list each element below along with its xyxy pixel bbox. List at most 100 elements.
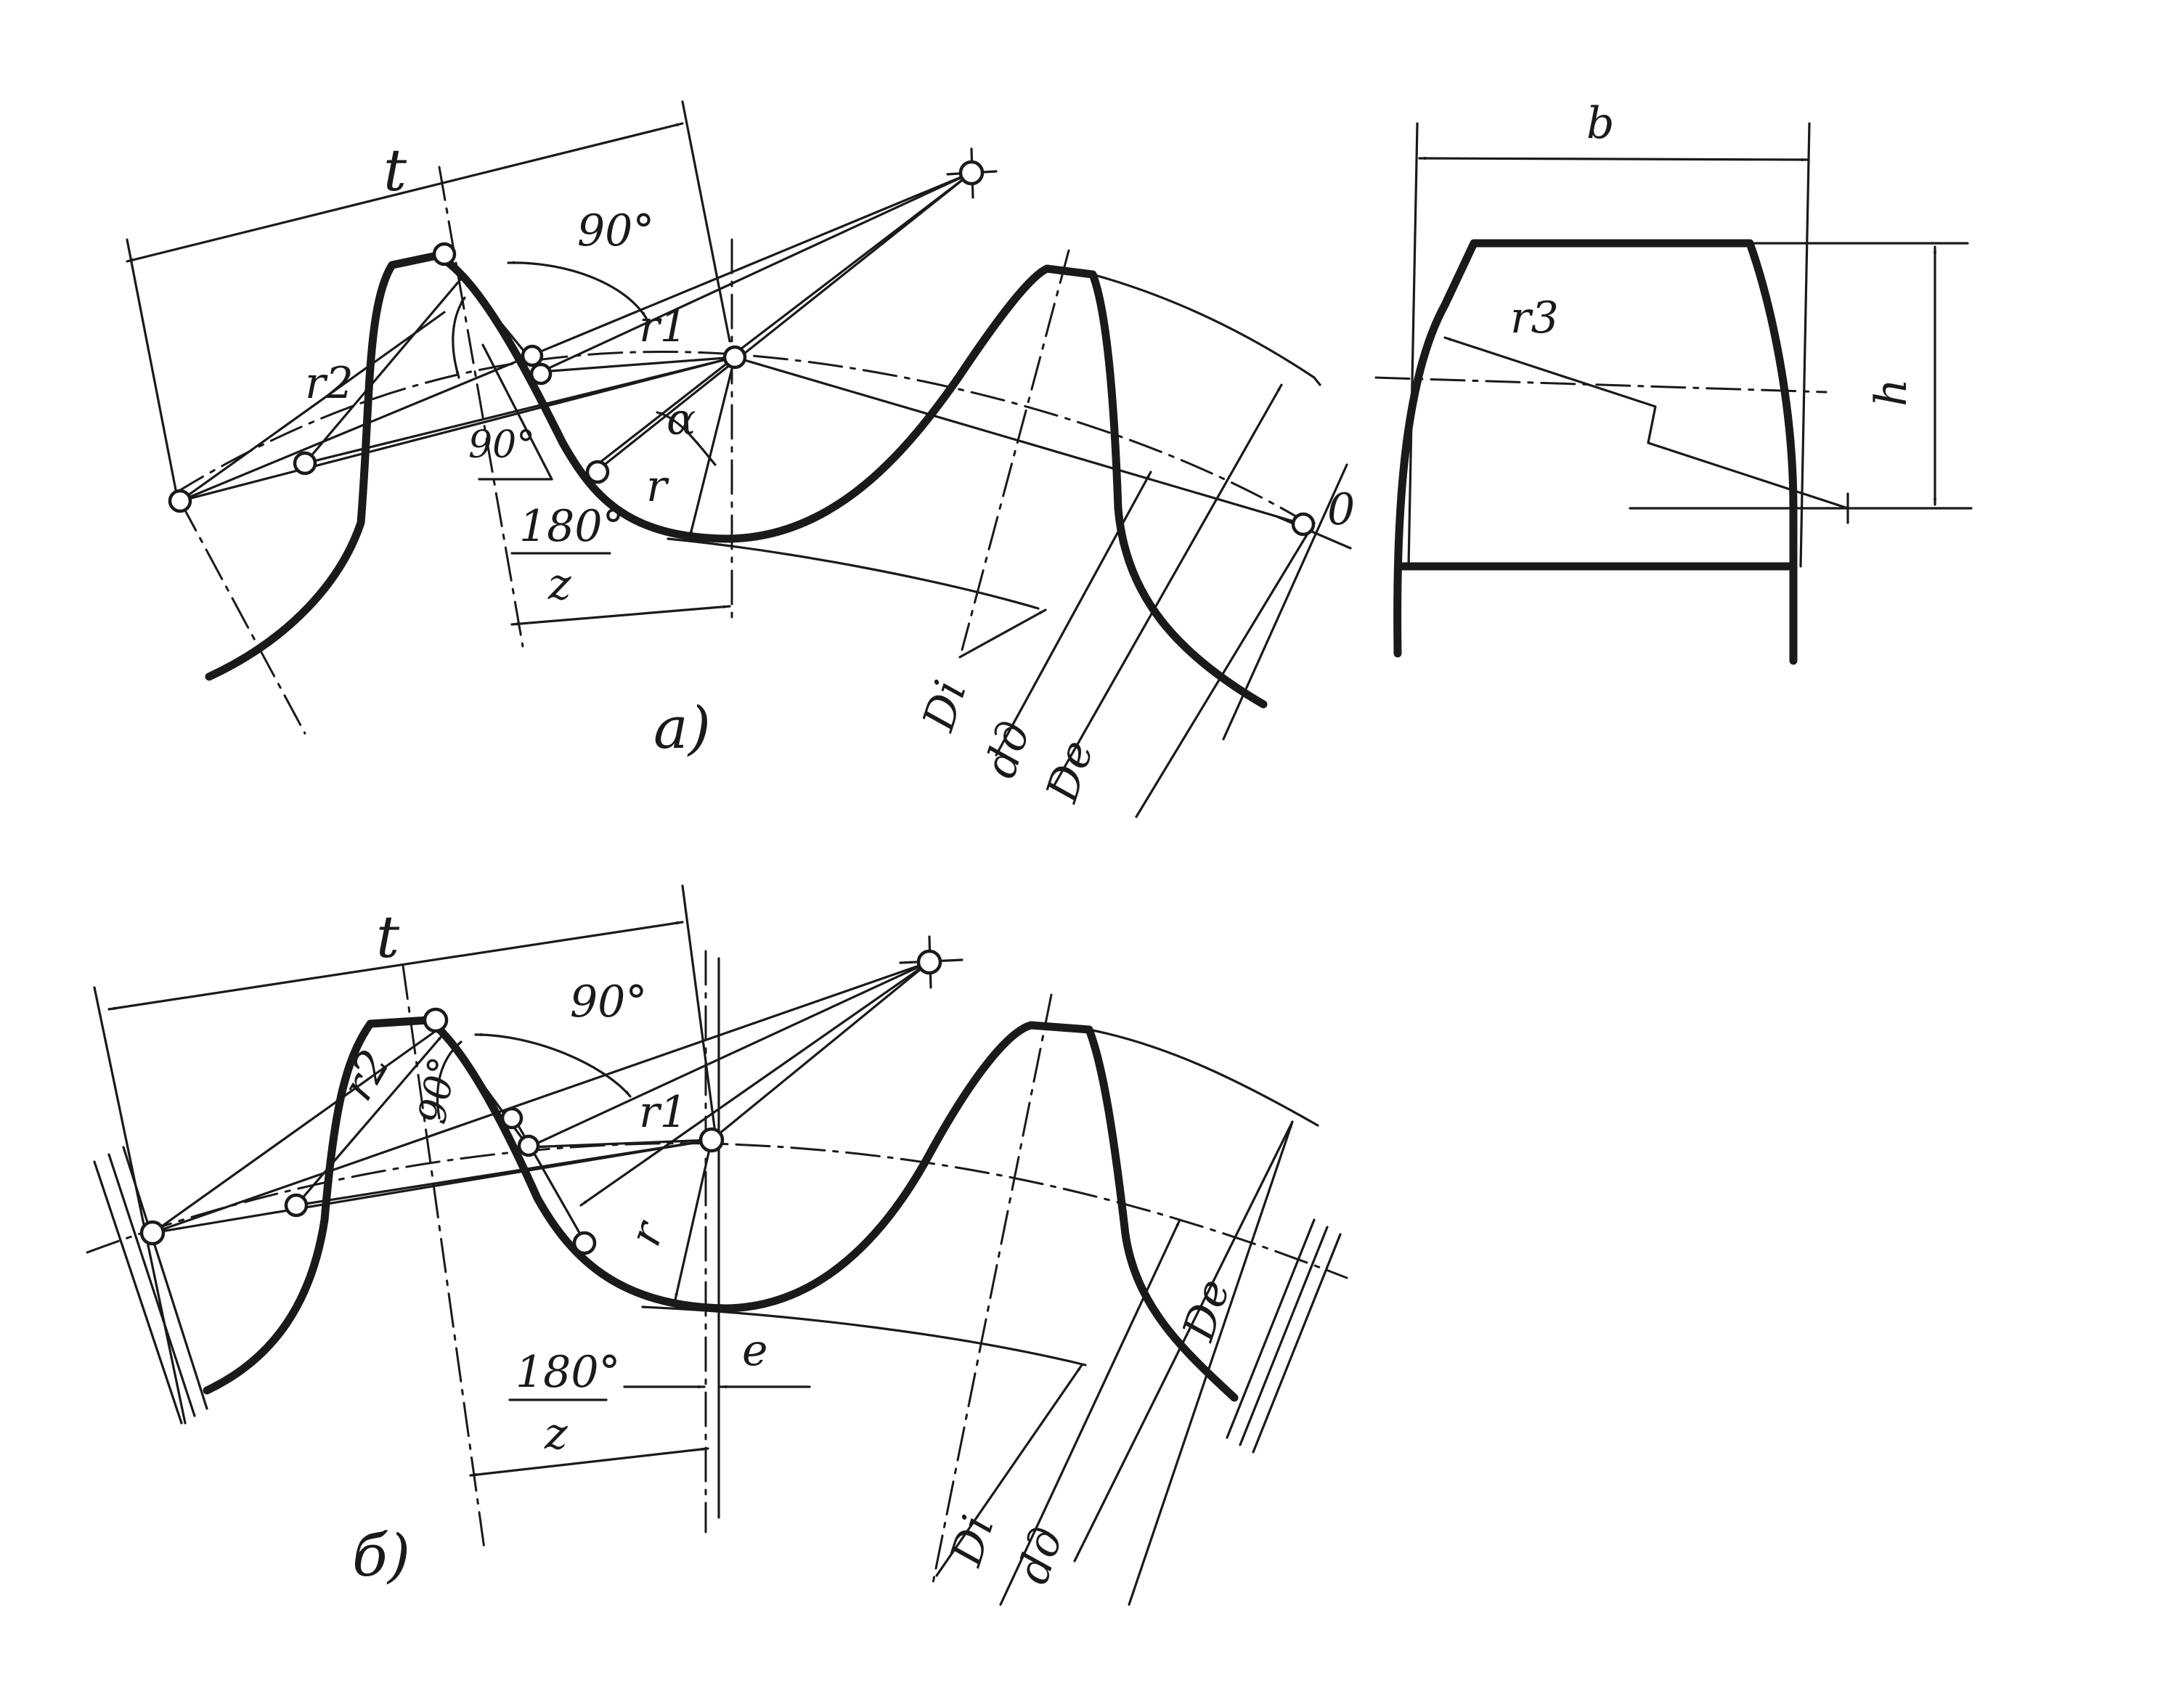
outer-circle-b — [1088, 1028, 1319, 1127]
pitch-ext-right-b — [681, 884, 717, 1134]
ang90-inner-a — [452, 296, 466, 379]
angle90-arc-a — [507, 261, 648, 319]
dd-line-b — [999, 1218, 1181, 1606]
gap-axis-b — [932, 993, 1053, 1584]
caption-b: б) — [352, 1522, 410, 1589]
node-a-7 — [722, 345, 747, 370]
pitch-circle-b — [86, 1142, 1348, 1279]
cross-ray-a6 — [481, 343, 553, 481]
pitch-label-a: t — [383, 137, 407, 204]
cross-ray-a2 — [303, 356, 736, 465]
dd-line-a — [995, 470, 1152, 757]
node-b-7 — [698, 1127, 725, 1153]
ray-b-4 — [151, 961, 931, 1234]
width-ext-left — [1407, 122, 1419, 568]
pitch-dim-line-a — [126, 122, 684, 263]
r-ray-a — [688, 356, 736, 539]
ang90-inner-b — [436, 1040, 463, 1120]
angle90-label-a: 90° — [577, 205, 654, 256]
angle-dim-b — [469, 1447, 709, 1477]
tooth-profile-a — [205, 251, 1268, 709]
root-circle-b — [641, 1305, 1087, 1366]
root-circle-a — [667, 537, 1040, 610]
ray-a-3 — [594, 171, 973, 473]
cross-ray-b4 — [151, 1030, 437, 1234]
outer-circle-a — [1091, 273, 1316, 379]
width-ext-right — [1799, 122, 1811, 568]
node-b-8 — [916, 949, 942, 975]
node-b-5 — [517, 1134, 540, 1157]
hatch-left-1 — [93, 1160, 183, 1425]
ray-a-1 — [539, 171, 973, 373]
alpha-arc-a — [656, 411, 717, 466]
caption-a: a) — [653, 694, 711, 762]
width-dim — [1418, 156, 1809, 162]
node-b-2 — [284, 1193, 309, 1218]
cross-ray-b2 — [295, 1138, 713, 1207]
r1-ray-b — [527, 1138, 713, 1149]
r1-label-b: r1 — [639, 1087, 688, 1138]
node-b-6 — [572, 1231, 597, 1255]
angle90-inner-label-a: 90° — [468, 423, 535, 467]
pitch-dim-line-b — [107, 921, 684, 1011]
r1-label-a: r1 — [639, 301, 688, 352]
de-line-a — [1051, 383, 1283, 789]
section-centerline — [1374, 376, 1828, 394]
o-ray-a — [733, 356, 1305, 526]
tooth-axis-a — [438, 166, 524, 648]
center-label-a: 0 — [1327, 484, 1355, 535]
tooth-axis-b — [402, 964, 486, 1555]
node-a-4 — [521, 344, 544, 367]
node-a-3 — [432, 242, 457, 266]
figure-a: t 90° 90° r1 — [126, 100, 1355, 818]
width-label: b — [1586, 98, 1614, 149]
r-label-a: r — [646, 461, 669, 512]
o-axis-a — [1222, 463, 1348, 741]
r3-leader — [1443, 336, 1849, 510]
ray-b-2 — [710, 961, 931, 1141]
pitch-label-b: t — [376, 903, 400, 971]
rim-section: b h r3 — [1374, 98, 1973, 665]
hatch-right-1 — [1226, 1218, 1316, 1439]
angle-num-a: 180° — [519, 501, 624, 552]
pitch-circle-a — [173, 351, 1308, 524]
ray-b-1 — [527, 961, 931, 1149]
node-a-6 — [585, 460, 610, 484]
node-b-1 — [139, 1220, 166, 1246]
de-label-a: De — [1036, 734, 1104, 808]
de-line-b — [1128, 1120, 1294, 1606]
angle90-label-b: 90° — [570, 977, 647, 1027]
o-cross-a — [1276, 516, 1352, 550]
di-label-a: Di — [913, 675, 977, 738]
node-a-o — [1291, 512, 1316, 537]
pitch-ext-right-a — [681, 100, 731, 343]
gap-axis-a — [961, 249, 1070, 651]
hatch-right-3 — [1252, 1233, 1342, 1454]
offset-label-b: e — [742, 1325, 768, 1376]
pitch-ext-left-b — [93, 986, 187, 1425]
dd-label-b: dд — [1008, 1521, 1073, 1589]
node-b-4 — [500, 1107, 523, 1130]
node-a-8 — [958, 160, 985, 186]
cross-ray-b3 — [295, 1033, 444, 1207]
angle-dim-a — [510, 605, 731, 626]
angle90-arc-b — [474, 1032, 632, 1098]
cross-ray-a3 — [303, 273, 466, 465]
node-a-1 — [168, 489, 192, 513]
r-ray-b — [674, 1138, 713, 1301]
angle-den-b: z — [544, 1409, 568, 1459]
height-label: h — [1866, 378, 1917, 407]
hatch-right-2 — [1239, 1226, 1329, 1446]
left-axis-a — [179, 500, 306, 735]
di-line-a — [958, 608, 1047, 659]
de-line-b2 — [1073, 1120, 1294, 1563]
r-label-b: r — [619, 1213, 675, 1252]
r1-ray-a — [539, 356, 736, 373]
di-label-b: Di — [940, 1510, 1004, 1573]
de-label-b: De — [1173, 1273, 1240, 1347]
r3-label: r3 — [1510, 293, 1559, 343]
ray-a-4 — [179, 171, 973, 502]
hatch-left-2 — [107, 1153, 196, 1417]
de-ext-a — [1313, 376, 1321, 386]
